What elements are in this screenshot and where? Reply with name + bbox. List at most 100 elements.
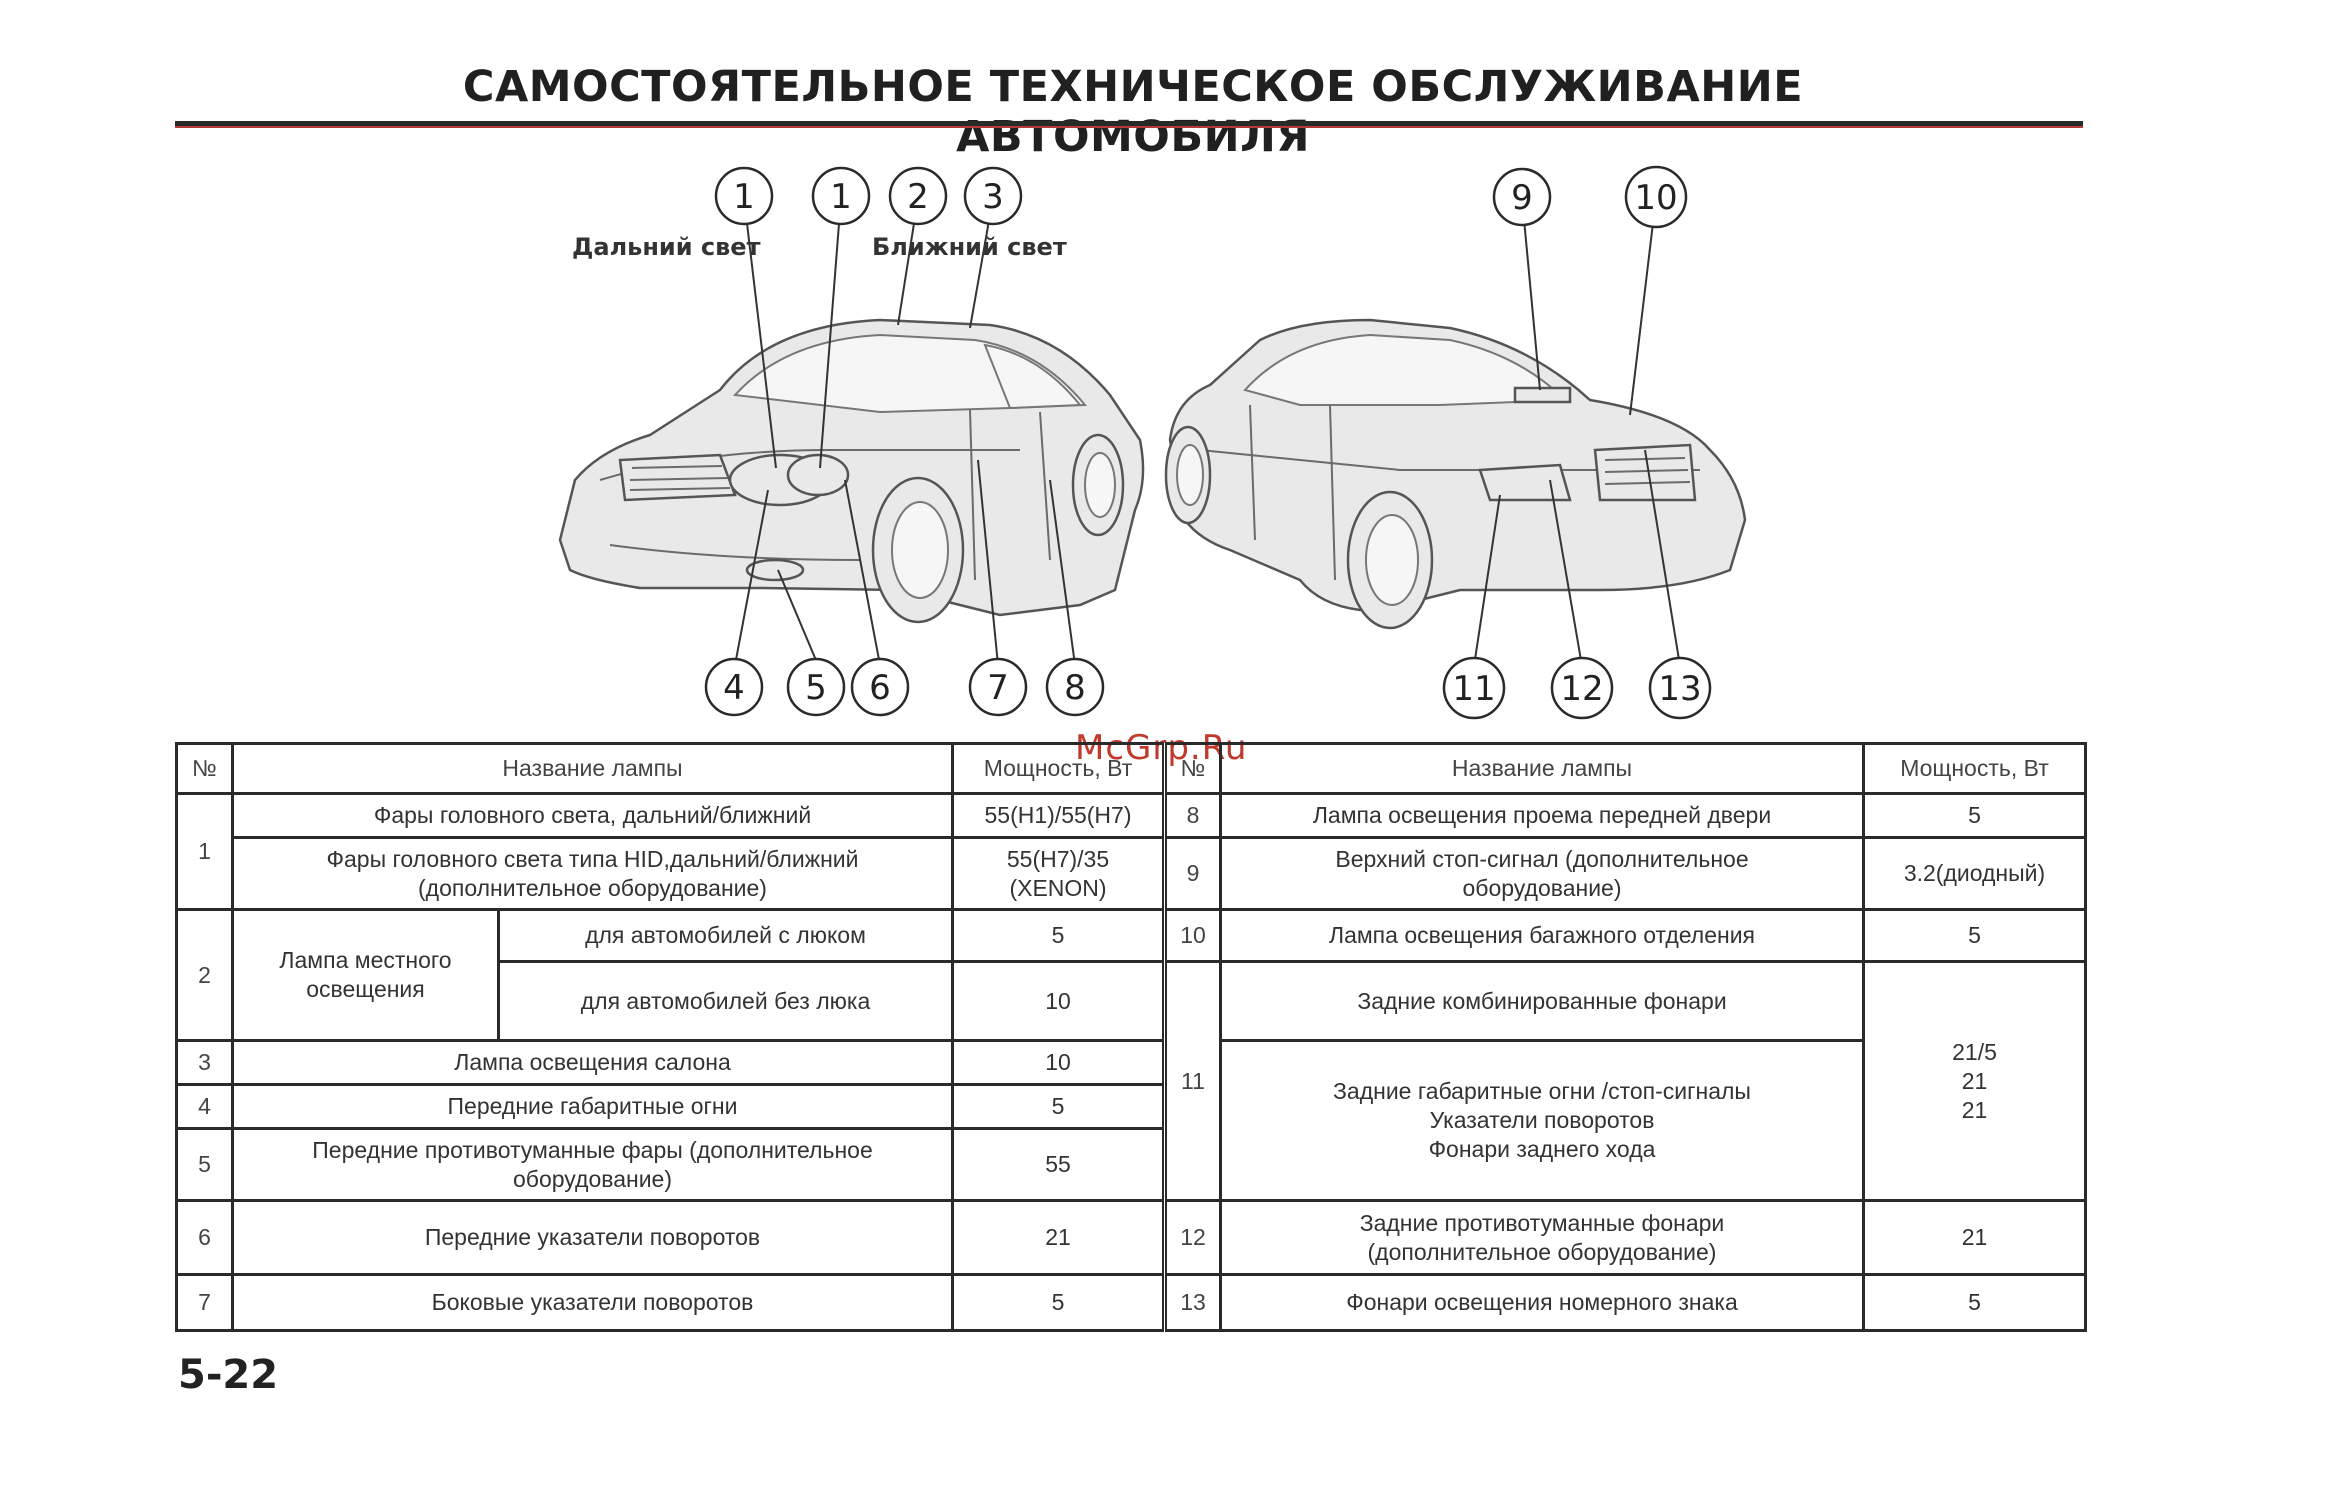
table-header-row: № Название лампы Мощность, Вт № Название… [175, 742, 2087, 795]
row-no: 11 [1162, 960, 1222, 1202]
lamp-name: Задние комбинированные фонари [1219, 960, 1865, 1042]
page-title: САМОСТОЯТЕЛЬНОЕ ТЕХНИЧЕСКОЕ ОБСЛУЖИВАНИЕ… [462, 62, 1804, 162]
lamp-name: Задние противотуманные фонари (дополните… [1219, 1199, 1865, 1276]
lamp-name: Верхний стоп-сигнал (дополнительное обор… [1219, 836, 1865, 911]
lamp-power: 5 [1862, 792, 2087, 839]
lamp-name: Фонари освещения номерного знака [1219, 1273, 1865, 1332]
lamp-name-line: Указатели поворотов [1429, 1107, 1655, 1133]
lamp-name: Лампа освещения салона [231, 1039, 954, 1086]
table-row: Фары головного света типа HID,дальний/бл… [177, 836, 2087, 911]
row-no: 2 [175, 908, 234, 1042]
lamp-name-line: оборудование) [1462, 874, 1622, 901]
lamp-power: 55(H1)/55(H7) [951, 792, 1166, 839]
row-no: 10 [1162, 908, 1222, 963]
svg-text:10: 10 [1634, 178, 1677, 218]
lamp-table-container: № Название лампы Мощность, Вт № Название… [175, 742, 2087, 1332]
lamp-table: № Название лампы Мощность, Вт № Название… [175, 742, 2087, 1332]
lamp-name-line: Фонари заднего хода [1428, 1136, 1656, 1162]
title-underline-accent [175, 126, 2083, 128]
lamp-power: 21 [1862, 1199, 2087, 1276]
label-low-beam: Ближний свет [872, 233, 1067, 261]
lamp-power: 5 [951, 1083, 1166, 1130]
table-row: 6 Передние указатели поворотов 21 12 Зад… [175, 1199, 2087, 1276]
svg-text:12: 12 [1560, 669, 1603, 709]
svg-text:1: 1 [830, 177, 852, 217]
lamp-power: 55(H7)/35 (XENON) [951, 836, 1166, 911]
rear-car-illustration [1164, 318, 1747, 630]
lamp-name-line: Лампа местного [279, 947, 452, 973]
lamp-name-line: Фары головного света типа HID,дальний/бл… [326, 845, 859, 872]
callout-13: 13 [1648, 656, 1712, 720]
table-row: 3 Лампа освещения салона 10 Задние габар… [175, 1039, 2086, 1202]
header-name-right: Название лампы [1219, 742, 1865, 795]
lamp-power: 55 [951, 1127, 1166, 1202]
svg-text:13: 13 [1658, 669, 1701, 709]
lamp-power: 3.2(диодный) [1862, 836, 2087, 911]
row-no: 5 [175, 1127, 234, 1202]
row-no: 12 [1162, 1199, 1222, 1276]
svg-text:5: 5 [805, 668, 827, 708]
header-name-left: Название лампы [231, 742, 954, 795]
lamp-name: Фары головного света типа HID,дальний/бл… [231, 836, 954, 911]
lamp-name: Передние габаритные огни [231, 1083, 954, 1130]
table-row: 4 Передние габаритные огни 5 [175, 1083, 2086, 1130]
lamp-power: 21/5 21 21 [1862, 960, 2087, 1202]
lamp-power: 10 [951, 1039, 1166, 1086]
lamp-power: 5 [1862, 908, 2087, 963]
callout-1a: 1 [714, 166, 774, 226]
lamp-name-line: освещения [306, 976, 425, 1002]
row-no: 13 [1162, 1273, 1222, 1332]
lamp-name-line: Передние противотуманные фары (дополните… [312, 1136, 873, 1163]
header-power-left: Мощность, Вт [951, 742, 1166, 795]
lamp-name: для автомобилей с люком [497, 908, 954, 963]
callout-3: 3 [963, 166, 1023, 226]
lamp-name-line: оборудование) [513, 1165, 672, 1192]
svg-text:11: 11 [1452, 669, 1495, 709]
lamp-name-line: (дополнительное оборудование) [1367, 1238, 1717, 1265]
callout-7: 7 [968, 657, 1028, 717]
callout-5: 5 [786, 657, 846, 717]
callout-2: 2 [888, 166, 948, 226]
callout-9: 9 [1492, 167, 1552, 227]
row-no: 9 [1162, 836, 1222, 911]
svg-text:7: 7 [987, 668, 1009, 708]
lamp-name-line: (дополнительное оборудование) [418, 874, 767, 901]
lamp-name: Боковые указатели поворотов [231, 1273, 954, 1332]
row-no: 8 [1162, 792, 1222, 839]
lamp-power: 5 [951, 1273, 1166, 1332]
row-no: 1 [175, 792, 234, 911]
lamp-name: для автомобилей без люка [497, 960, 954, 1042]
table-row: 2 Лампа местного освещения для автомобил… [175, 908, 2087, 1042]
lamp-power-line: (XENON) [1009, 874, 1107, 901]
lamp-name: Задние габаритные огни /стоп-сигналы Ука… [1219, 1039, 1865, 1202]
table-row: 1 Фары головного света, дальний/ближний … [175, 792, 2087, 911]
lamp-name: Передние противотуманные фары (дополните… [231, 1127, 954, 1202]
lamp-name: Фары головного света, дальний/ближний [231, 792, 954, 839]
svg-text:8: 8 [1064, 668, 1086, 708]
label-high-beam: Дальний свет [572, 233, 761, 261]
lamp-power-line: 21/5 [1952, 1038, 1997, 1065]
callout-8: 8 [1045, 657, 1105, 717]
lamp-name: Передние указатели поворотов [231, 1199, 954, 1276]
front-car-illustration [558, 318, 1145, 624]
table-row: 7 Боковые указатели поворотов 5 13 Фонар… [175, 1273, 2087, 1332]
car-lamp-diagram: Дальний свет Ближний свет 1 1 2 3 4 5 6 … [558, 165, 1747, 720]
title-underline [175, 121, 2083, 126]
page-number: 5-22 [178, 1352, 279, 1398]
svg-text:3: 3 [982, 177, 1004, 217]
callout-12: 12 [1550, 656, 1614, 720]
row-no: 7 [175, 1273, 234, 1332]
lamp-name-line: Задние противотуманные фонари [1359, 1209, 1725, 1236]
callout-4: 4 [704, 657, 764, 717]
lamp-power: 5 [1862, 1273, 2087, 1332]
row-no: 4 [175, 1083, 234, 1130]
lamp-power: 5 [951, 908, 1166, 963]
svg-text:1: 1 [733, 177, 755, 217]
lamp-name: Лампа освещения багажного отделения [1219, 908, 1865, 963]
lamp-power-line: 21 [1961, 1067, 1988, 1094]
callout-10: 10 [1624, 165, 1688, 229]
lamp-name-line: Верхний стоп-сигнал (дополнительное [1335, 845, 1749, 872]
callout-1b: 1 [811, 166, 871, 226]
lamp-group-name: Лампа местного освещения [231, 908, 500, 1042]
lamp-power-line: 21 [1961, 1096, 1988, 1123]
